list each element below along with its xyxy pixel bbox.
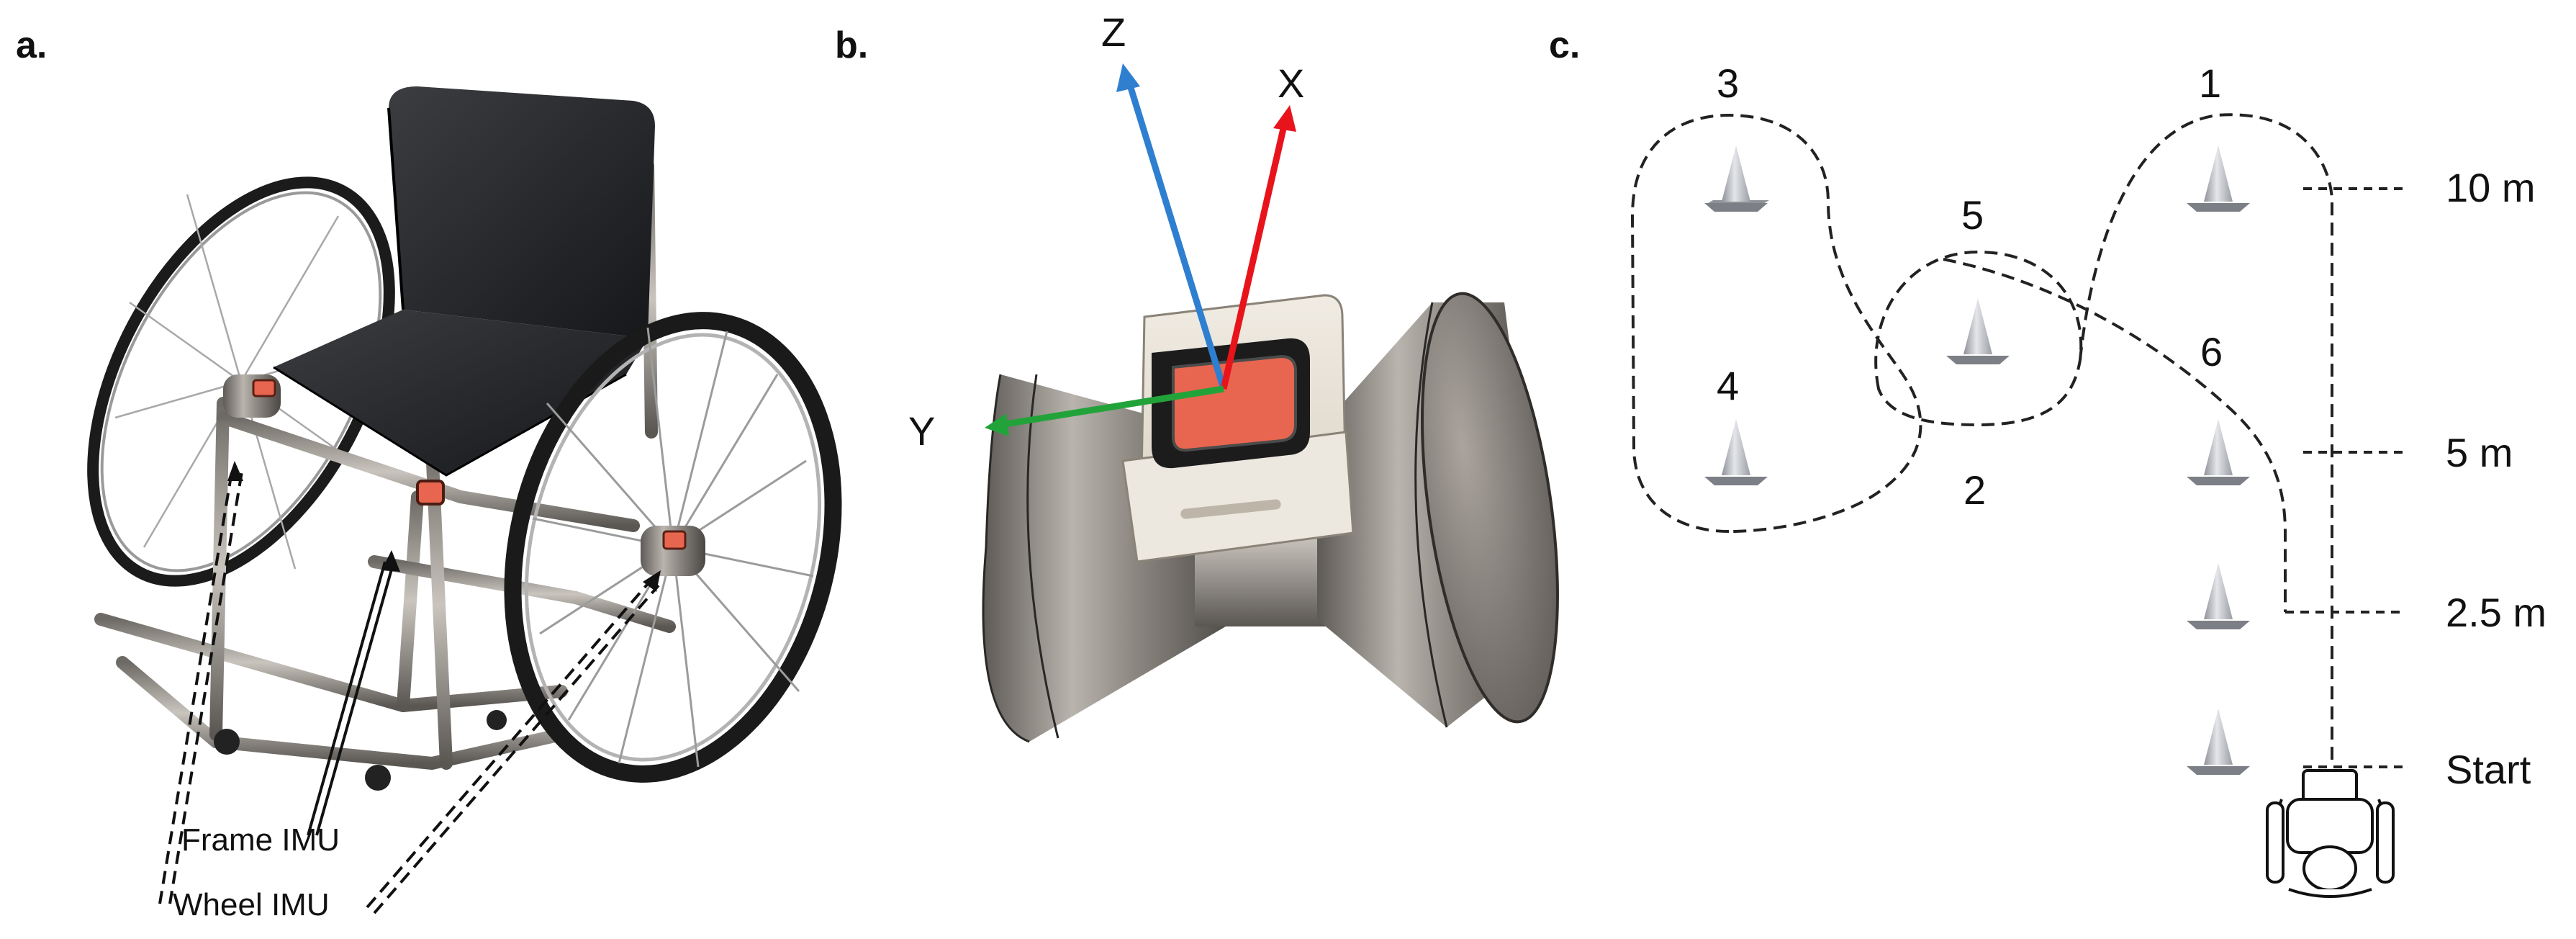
cone-icon (1704, 145, 2250, 775)
cone-number-3: 3 (1717, 60, 1739, 106)
z-axis-label: Z (1101, 9, 1126, 55)
cone-number-1: 1 (2199, 60, 2221, 106)
x-axis (1220, 121, 1288, 390)
panel-a: a. (16, 24, 842, 922)
label-leaders (158, 461, 661, 915)
frame-imu-label: Frame IMU (181, 822, 340, 858)
x-axis-label: X (1278, 60, 1304, 106)
distance-10m: 10 m (2446, 165, 2536, 210)
cone-number-4: 4 (1717, 363, 1739, 408)
distance-2-5m: 2.5 m (2446, 590, 2546, 635)
cone-number-6: 6 (2200, 329, 2223, 374)
wheelchair-icon (87, 86, 842, 791)
panel-a-letter: a. (16, 24, 47, 66)
panel-b-letter: b. (835, 24, 868, 66)
y-axis (1000, 385, 1224, 428)
y-axis-label: Y (908, 408, 935, 454)
panel-c-letter: c. (1549, 24, 1580, 66)
distance-5m: 5 m (2446, 430, 2513, 475)
course-path (1630, 113, 2333, 767)
wheelchair-topview-icon (2266, 769, 2395, 898)
cone-number-2: 2 (1963, 467, 1986, 513)
imu-sensor-icon (223, 374, 705, 576)
distance-markers (2285, 187, 2404, 768)
wheel-hub-3d-model (982, 292, 1559, 743)
axis-arrows (985, 63, 1296, 436)
cone-number-5: 5 (1961, 192, 1984, 238)
wheel-imu-label: Wheel IMU (173, 887, 330, 922)
z-axis (1125, 79, 1227, 390)
panel-c: c. 3 1 5 6 4 2 (1549, 24, 2546, 898)
panel-b: b. Z (835, 9, 1559, 743)
distance-start: Start (2446, 747, 2531, 792)
